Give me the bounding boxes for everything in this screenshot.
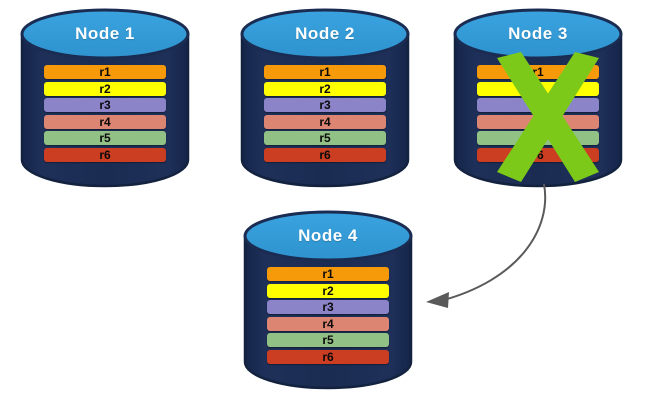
node-2-row-r5[interactable]: r5 <box>264 131 386 145</box>
node-1-row-r4[interactable]: r4 <box>44 114 166 129</box>
node-2[interactable]: Node 2 r1 r2 r3 r4 r5 r6 <box>240 8 410 188</box>
node-4-row-r2[interactable]: r2 <box>267 283 389 298</box>
node-1[interactable]: Node 1 r1 r2 r3 r4 r5 r6 <box>20 8 190 188</box>
node-4-row-r3[interactable]: r3 <box>267 300 389 314</box>
node-1-row-r6[interactable]: r6 <box>44 147 166 162</box>
node-2-row-r2[interactable]: r2 <box>264 81 386 96</box>
node-4-row-r4[interactable]: r4 <box>267 316 389 331</box>
node-2-row-r4[interactable]: r4 <box>264 114 386 129</box>
node-1-row-r2[interactable]: r2 <box>44 81 166 96</box>
node-2-rows: r1 r2 r3 r4 r5 r6 <box>240 65 410 162</box>
node-4[interactable]: Node 4 r1 r2 r3 r4 r5 r6 <box>243 210 413 390</box>
node-1-row-r1[interactable]: r1 <box>44 65 166 79</box>
node-1-rows: r1 r2 r3 r4 r5 r6 <box>20 65 190 162</box>
node-1-row-r3[interactable]: r3 <box>44 98 166 112</box>
node-1-row-r5[interactable]: r5 <box>44 131 166 145</box>
node-2-row-r3[interactable]: r3 <box>264 98 386 112</box>
node-4-row-r6[interactable]: r6 <box>267 349 389 364</box>
node-4-row-r1[interactable]: r1 <box>267 267 389 281</box>
node-4-row-r5[interactable]: r5 <box>267 333 389 347</box>
node-2-row-r6[interactable]: r6 <box>264 147 386 162</box>
node-2-row-r1[interactable]: r1 <box>264 65 386 79</box>
node-4-rows: r1 r2 r3 r4 r5 r6 <box>243 267 413 364</box>
